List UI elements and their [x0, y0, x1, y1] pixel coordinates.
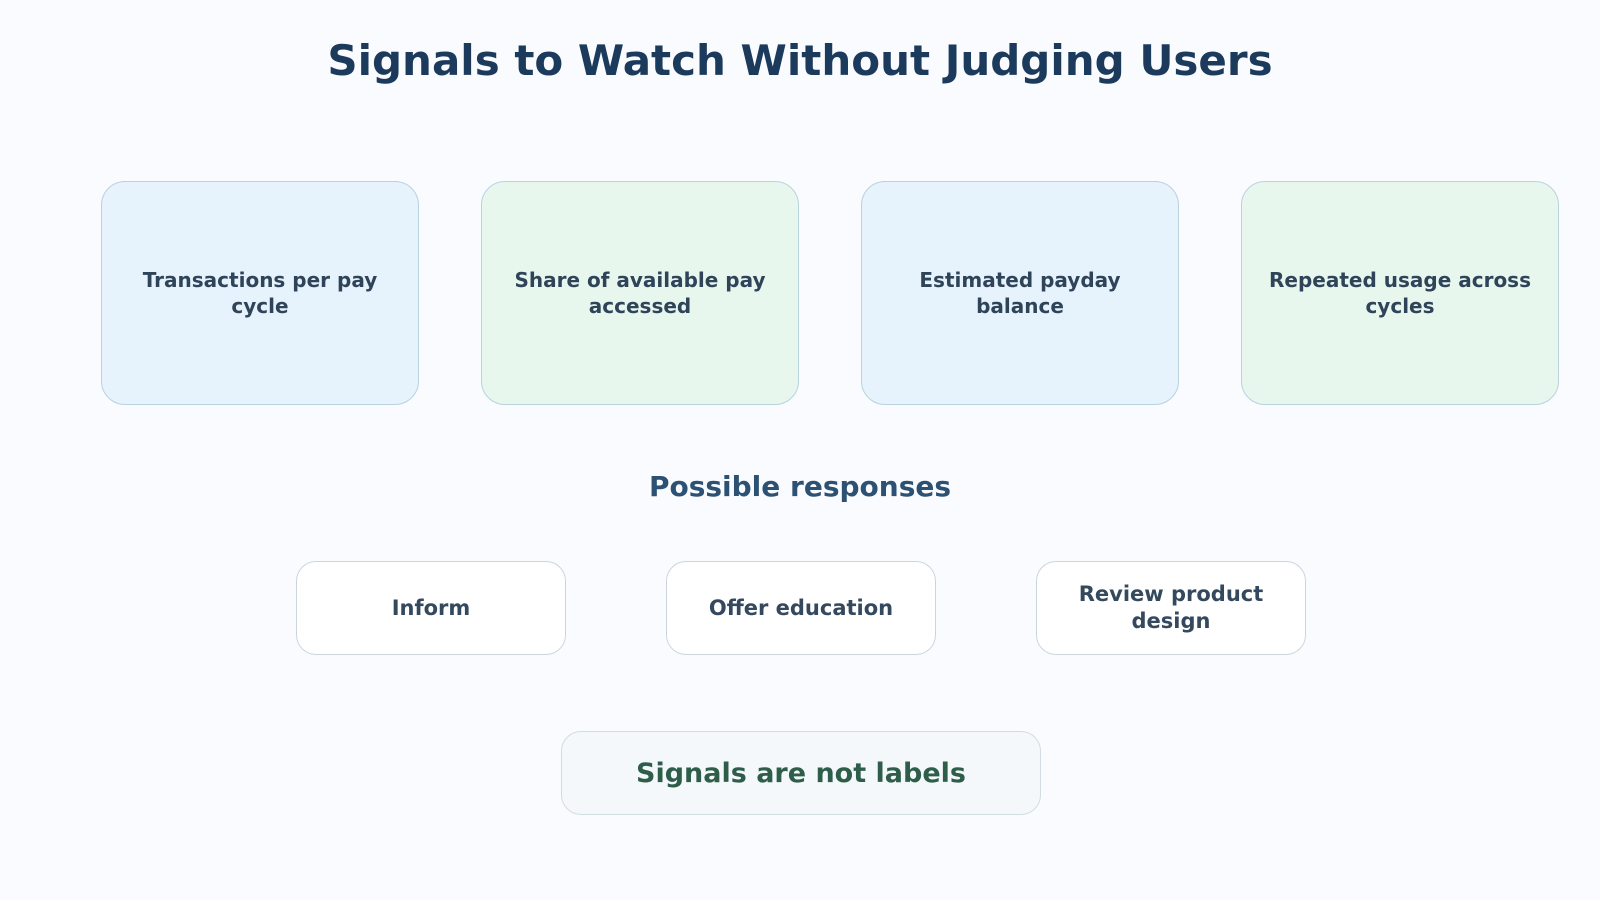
signal-card-label: Estimated payday balance	[919, 268, 1121, 318]
signal-card-share-accessed: Share of available pay accessed	[481, 181, 799, 405]
signal-card-transactions: Transactions per pay cycle	[101, 181, 419, 405]
footer-callout-label: Signals are not labels	[636, 757, 966, 789]
footer-callout: Signals are not labels	[561, 731, 1041, 815]
response-card-inform: Inform	[296, 561, 566, 655]
response-card-label: Inform	[391, 595, 471, 620]
response-card-review-design: Review product design	[1036, 561, 1306, 655]
page-title: Signals to Watch Without Judging Users	[327, 36, 1273, 85]
response-card-label: Offer education	[708, 595, 894, 620]
signal-card-payday-balance: Estimated payday balance	[861, 181, 1179, 405]
signal-card-label: Share of available pay accessed	[514, 268, 766, 318]
signal-card-label: Transactions per pay cycle	[142, 268, 378, 318]
signal-card-repeated-usage: Repeated usage across cycles	[1241, 181, 1559, 405]
response-card-label: Review product design	[1078, 582, 1264, 633]
response-card-offer-education: Offer education	[666, 561, 936, 655]
responses-heading: Possible responses	[648, 470, 952, 503]
signal-card-label: Repeated usage across cycles	[1269, 268, 1531, 318]
